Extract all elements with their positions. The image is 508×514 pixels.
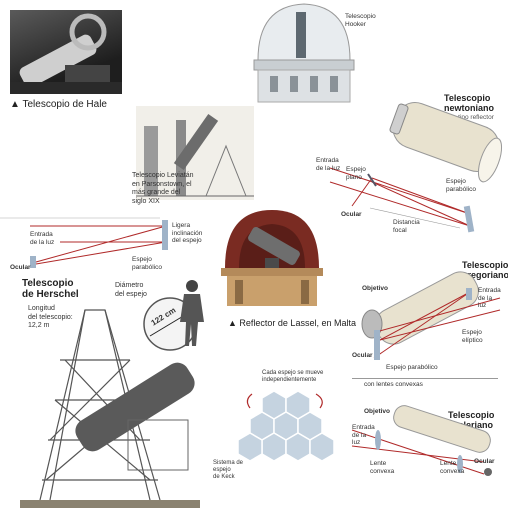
newtoniano-distancia-focal: Distancia focal <box>393 219 420 234</box>
gregoriano-diagram <box>361 271 501 360</box>
herschel-espejo-parabolico: Espejo parabólico <box>132 256 162 271</box>
newtoniano-subtitle: De tipo reflector <box>448 114 494 121</box>
gregoriano-ocular: Ocular <box>352 352 373 359</box>
gregoriano-objetivo: Objetivo <box>362 285 389 292</box>
newtoniano-entrada: Entrada de la luz <box>316 157 341 172</box>
kepleriano-lente-1: Lente convexa <box>370 460 395 475</box>
lassel-caption: ▲ Reflector de Lassel, en Malta <box>228 318 356 328</box>
hooker-label: Telescopio Hooker <box>345 13 376 28</box>
newtoniano-diagram <box>329 102 503 233</box>
kepleriano-lente-2: Lente convexa <box>440 460 465 475</box>
leviatan-drawing <box>136 113 254 197</box>
kepleriano-title: Telescopio kepleriano <box>448 410 495 430</box>
gregoriano-espejo-eliptico: Espejo elíptico <box>462 329 483 344</box>
kepleriano-objetivo: Objetivo <box>364 408 391 415</box>
herschel-longitud: Longitud del telescopio: 12,2 m <box>28 305 73 329</box>
herschel-ligera: Ligera inclinación del espejo <box>172 222 203 244</box>
herschel-entrada: Entrada de la luz <box>30 231 55 246</box>
hale-telescope-drawing <box>10 13 122 94</box>
gregoriano-footer: con lentes convexas <box>364 381 423 388</box>
gregoriano-entrada: Entrada de la luz <box>478 287 501 309</box>
leviatan-caption: Telescopio Leviatán en Parsonstown, el m… <box>132 172 194 205</box>
newtoniano-espejo-parabolico: Espejo parabólico <box>446 178 476 193</box>
keck-note: Cada espejo se mueve independientemente <box>262 370 324 383</box>
lassel-dome-illustration <box>221 210 323 306</box>
herschel-ray-diagram <box>0 217 168 268</box>
person-silhouette-icon <box>180 280 204 346</box>
hale-caption: ▲ Telescopio de Hale <box>10 99 107 110</box>
keck-mirror-hexagons <box>237 390 335 462</box>
kepleriano-diagram <box>351 405 492 476</box>
gregoriano-title: Telescopio gregoriano <box>462 260 508 280</box>
keck-label: Sistema de espejo de Keck <box>213 460 244 480</box>
herschel-diametro: Diámetro del espejo <box>115 282 147 298</box>
gregoriano-divider <box>352 378 498 379</box>
newtoniano-title: Telescopio newtoniano <box>444 93 494 113</box>
gregoriano-espejo-parabolico: Espejo parabólico <box>386 364 438 371</box>
herschel-title: Telescopio de Herschel <box>22 278 79 300</box>
herschel-ocular: Ocular <box>10 264 31 271</box>
kepleriano-ocular: Ocular <box>474 458 495 465</box>
leviatan-engraving <box>136 106 254 200</box>
herschel-telescope-drawing <box>20 309 200 508</box>
hooker-dome-illustration <box>253 3 355 103</box>
newtoniano-ocular: Ocular <box>341 211 362 218</box>
hale-photo <box>10 10 122 94</box>
kepleriano-entrada: Entrada de la luz <box>352 424 375 446</box>
newtoniano-espejo-plano: Espejo plano <box>346 166 366 181</box>
